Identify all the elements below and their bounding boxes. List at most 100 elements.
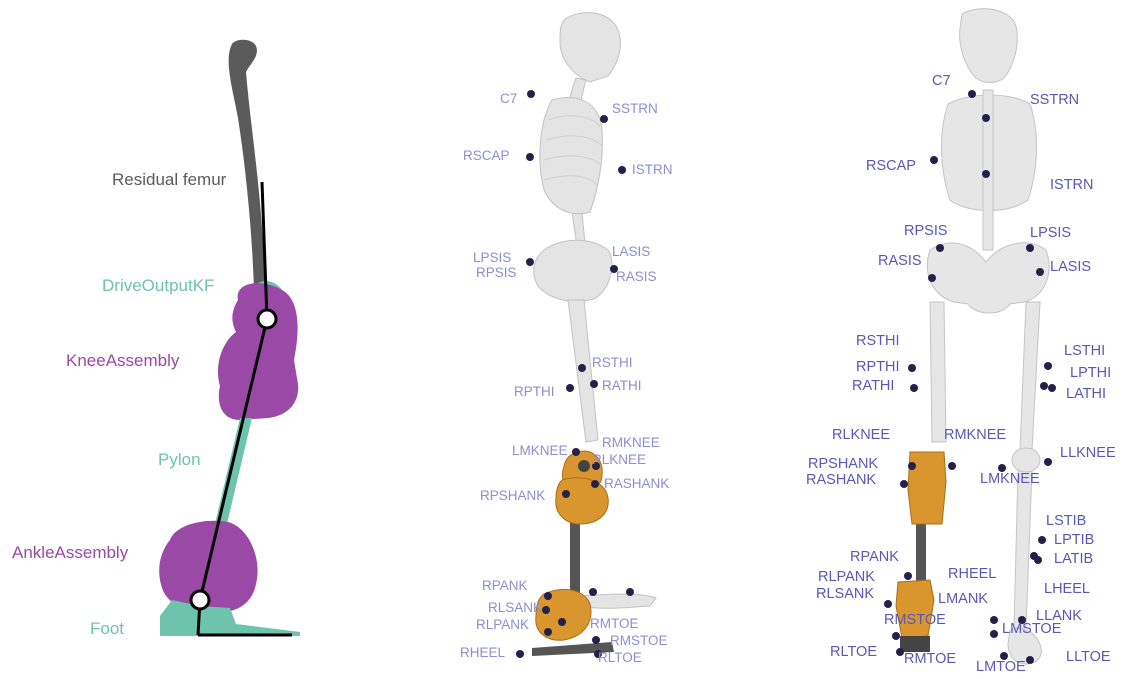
marker-dot bbox=[936, 244, 944, 252]
marker-dot bbox=[930, 156, 938, 164]
marker-label: RMKNEE bbox=[602, 436, 660, 450]
marker-dot bbox=[1036, 268, 1044, 276]
foot-label: Foot bbox=[90, 620, 124, 637]
knee-joint-circle bbox=[258, 310, 276, 328]
marker-label: LASIS bbox=[1050, 260, 1091, 275]
marker-label: RASIS bbox=[878, 254, 922, 269]
marker-dot bbox=[591, 480, 599, 488]
residual-femur-shape bbox=[229, 40, 266, 290]
marker-dot bbox=[1044, 362, 1052, 370]
marker-label: RATHI bbox=[602, 379, 642, 393]
marker-label: ISTRN bbox=[1050, 178, 1094, 193]
marker-dot bbox=[562, 490, 570, 498]
marker-label: RLPANK bbox=[818, 570, 875, 585]
marker-label: RLKNEE bbox=[592, 453, 646, 467]
marker-label: RLTOE bbox=[830, 645, 877, 660]
marker-label: RLSANK bbox=[488, 601, 542, 615]
marker-label: LPTHI bbox=[1070, 366, 1111, 381]
marker-dot bbox=[526, 258, 534, 266]
ankle-assembly-label: AnkleAssembly bbox=[12, 544, 128, 561]
prosthesis-diagram bbox=[0, 0, 330, 679]
marker-dot bbox=[884, 600, 892, 608]
marker-label: LPSIS bbox=[473, 251, 511, 265]
pylon-label: Pylon bbox=[158, 451, 201, 468]
marker-label: RPSIS bbox=[476, 266, 517, 280]
marker-label: ISTRN bbox=[632, 163, 673, 177]
marker-dot bbox=[948, 462, 956, 470]
marker-label: RASHANK bbox=[604, 477, 669, 491]
marker-dot bbox=[908, 462, 916, 470]
marker-label: RMKNEE bbox=[944, 428, 1006, 443]
marker-dot bbox=[544, 592, 552, 600]
front-pylon bbox=[916, 522, 926, 582]
marker-label: RPSHANK bbox=[808, 457, 878, 472]
marker-dot bbox=[892, 632, 900, 640]
marker-label: LLKNEE bbox=[1060, 446, 1116, 461]
marker-label: RPSHANK bbox=[480, 489, 545, 503]
marker-dot bbox=[618, 166, 626, 174]
marker-label: SSTRN bbox=[1030, 93, 1079, 108]
marker-label: RSTHI bbox=[856, 334, 900, 349]
marker-label: RMTOE bbox=[904, 652, 956, 667]
marker-label: RPSIS bbox=[904, 224, 948, 239]
marker-label: LATHI bbox=[1066, 387, 1106, 402]
marker-label: RHEEL bbox=[460, 646, 505, 660]
marker-label: LMKNEE bbox=[512, 444, 568, 458]
marker-dot bbox=[990, 616, 998, 624]
marker-dot bbox=[900, 480, 908, 488]
ankle-joint-circle bbox=[191, 591, 209, 609]
marker-dot bbox=[1026, 656, 1034, 664]
marker-label: LPTIB bbox=[1054, 533, 1094, 548]
marker-label: LASIS bbox=[612, 245, 650, 259]
marker-label: LSTIB bbox=[1046, 514, 1086, 529]
marker-label: RSTHI bbox=[592, 356, 633, 370]
marker-dot bbox=[1048, 384, 1056, 392]
marker-dot bbox=[908, 364, 916, 372]
marker-dot bbox=[928, 274, 936, 282]
marker-dot bbox=[1026, 244, 1034, 252]
marker-dot bbox=[544, 628, 552, 636]
marker-label: RHEEL bbox=[948, 567, 996, 582]
marker-dot bbox=[527, 90, 535, 98]
marker-dot bbox=[590, 380, 598, 388]
marker-dot bbox=[968, 90, 976, 98]
marker-label: RLTOE bbox=[598, 651, 642, 665]
marker-dot bbox=[516, 650, 524, 658]
drive-output-label: DriveOutputKF bbox=[102, 277, 214, 294]
marker-dot bbox=[1038, 536, 1046, 544]
marker-label: RASHANK bbox=[806, 473, 876, 488]
marker-dot bbox=[626, 588, 634, 596]
marker-label: LLTOE bbox=[1066, 650, 1111, 665]
marker-label: LMKNEE bbox=[980, 472, 1040, 487]
marker-dot bbox=[542, 606, 550, 614]
marker-label: RSCAP bbox=[463, 149, 510, 163]
marker-dot bbox=[990, 630, 998, 638]
marker-label: RMSTOE bbox=[884, 613, 946, 628]
marker-label: SSTRN bbox=[612, 102, 658, 116]
marker-dot bbox=[904, 572, 912, 580]
marker-dot bbox=[566, 384, 574, 392]
marker-dot bbox=[572, 448, 580, 456]
marker-dot bbox=[558, 618, 566, 626]
marker-dot bbox=[1034, 556, 1042, 564]
marker-dot bbox=[982, 170, 990, 178]
residual-femur-label: Residual femur bbox=[112, 171, 226, 188]
marker-label: RPANK bbox=[850, 550, 899, 565]
marker-dot bbox=[896, 648, 904, 656]
marker-label: RLPANK bbox=[476, 618, 529, 632]
marker-label: LSTHI bbox=[1064, 344, 1105, 359]
knee-assembly-label: KneeAssembly bbox=[66, 352, 179, 369]
marker-label: LMSTOE bbox=[1002, 622, 1061, 637]
marker-label: LPSIS bbox=[1030, 226, 1071, 241]
marker-dot bbox=[526, 153, 534, 161]
marker-label: RASIS bbox=[616, 270, 657, 284]
marker-label: LHEEL bbox=[1044, 582, 1090, 597]
marker-label: RATHI bbox=[852, 379, 894, 394]
marker-label: RPANK bbox=[482, 579, 528, 593]
marker-dot bbox=[1040, 382, 1048, 390]
marker-dot bbox=[982, 114, 990, 122]
front-foot-plate bbox=[900, 636, 930, 652]
marker-label: C7 bbox=[500, 92, 517, 106]
marker-dot bbox=[1044, 458, 1052, 466]
marker-dot bbox=[589, 588, 597, 596]
